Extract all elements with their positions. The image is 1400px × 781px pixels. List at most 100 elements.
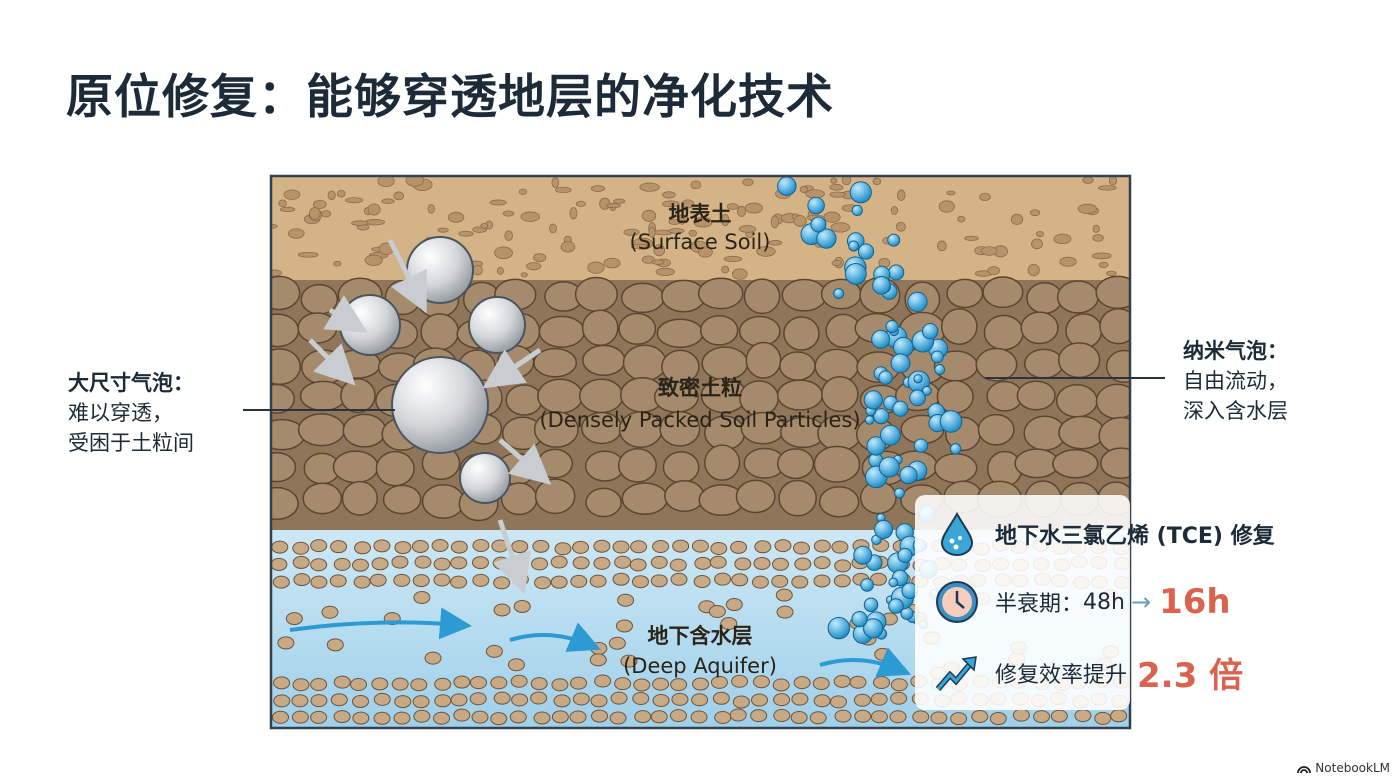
nano-bubble [844, 262, 867, 285]
aquifer-pebble [751, 693, 769, 707]
soil-rock [1016, 380, 1056, 411]
soil-speck [447, 212, 465, 223]
aquifer-pebble [834, 709, 852, 723]
soil-speck [829, 191, 846, 198]
soil-rock [620, 282, 665, 314]
soil-speck [1077, 203, 1097, 214]
soil-speck [458, 230, 474, 237]
nano-bubble [873, 408, 890, 425]
aquifer-pebble [352, 711, 370, 725]
aquifer-pebble [725, 598, 743, 612]
soil-speck [937, 240, 947, 252]
aquifer-pebble [471, 710, 489, 724]
soil-rock [534, 478, 576, 515]
aquifer-pebble [507, 658, 525, 672]
soil-speck [946, 190, 956, 196]
aquifer-pebble [434, 677, 452, 691]
aquifer-pebble [776, 605, 794, 619]
aquifer-pebble [714, 572, 732, 586]
soil-speck [1059, 256, 1077, 267]
aquifer-pebble [650, 710, 668, 724]
aquifer-pebble [292, 678, 310, 692]
bubble-direction-arrow [323, 294, 368, 333]
soil-rock [271, 452, 297, 483]
nano-bubble [921, 323, 939, 340]
aquifer-pebble [772, 678, 790, 692]
soil-speck [841, 176, 852, 186]
nano-bubble [949, 443, 962, 455]
aquifer-pebble [790, 710, 808, 724]
soil-rock [818, 486, 860, 518]
soil-rock [977, 413, 1015, 446]
aquifer-pebble [272, 575, 290, 589]
large-bubble-callout: 大尺寸气泡： 难以穿透， 受困于土粒间 [68, 368, 194, 458]
water-flow-arrow [819, 647, 912, 677]
large-bubble [468, 296, 526, 354]
soil-speck [693, 216, 713, 228]
aquifer-pebble [890, 678, 908, 692]
nano-bubble [816, 228, 837, 249]
soil-speck [518, 188, 528, 195]
soil-speck [351, 220, 369, 226]
soil-rock [1095, 275, 1130, 310]
aquifer-pebble [753, 556, 771, 570]
info-heading: 地下水三氯乙烯 (TCE) 修复 [995, 524, 1275, 549]
soil-rock [745, 341, 782, 379]
aquifer-pebble [310, 694, 328, 708]
soil-speck [393, 191, 405, 201]
nano-bubble [888, 598, 904, 614]
aquifer-pebble [353, 575, 371, 589]
soil-rock [302, 482, 343, 515]
nano-bubble [913, 438, 929, 453]
aquifer-pebble [570, 676, 588, 690]
soil-speck [1082, 176, 1094, 184]
soil-rock [533, 410, 579, 448]
soil-speck [427, 204, 435, 214]
soil-speck [309, 207, 321, 220]
aquifer-pebble [330, 693, 348, 707]
soil-speck [830, 222, 851, 233]
aquifer-pebble [490, 676, 508, 690]
soil-speck [569, 207, 578, 220]
soil-rock [297, 413, 346, 447]
nano-bubble [899, 465, 918, 485]
soil-speck [726, 203, 739, 210]
aquifer-pebble [608, 636, 626, 650]
nano-bubble [851, 204, 863, 217]
aquifer-pebble [589, 574, 607, 588]
aquifer-pebble [714, 711, 732, 725]
bubble-direction-arrow [498, 438, 552, 485]
soil-speck [653, 244, 665, 257]
aquifer-pebble [809, 711, 827, 725]
aquifer-pebble [732, 695, 750, 709]
aquifer-pebble [690, 710, 708, 724]
nano-bubble [888, 264, 905, 281]
soil-speck [829, 183, 844, 191]
soil-rock [1100, 447, 1130, 480]
aquifer-pebble [410, 678, 428, 692]
aquifer-pebble [833, 674, 851, 688]
soil-rock [375, 450, 415, 487]
nano-bubble [853, 545, 873, 565]
soil-speck [655, 267, 675, 276]
aquifer-pebble [812, 676, 830, 690]
aquifer-pebble [950, 712, 968, 726]
aquifer-pebble [369, 573, 387, 587]
aquifer-pebble [293, 573, 311, 587]
soil-speck [723, 255, 743, 262]
aquifer-pebble [326, 638, 344, 652]
large-bubble [339, 294, 401, 356]
water-drop-icon [940, 512, 974, 556]
soil-speck [623, 228, 640, 236]
soil-rock [271, 418, 306, 451]
soil-rock [982, 276, 1024, 309]
aquifer-pebble [433, 573, 451, 587]
aquifer-pebble [752, 675, 770, 689]
aquifer-pebble [509, 710, 527, 724]
aquifer-pebble [794, 557, 812, 571]
aquifer-pebble [669, 558, 687, 572]
aquifer-pebble [593, 556, 611, 570]
aquifer-pebble [394, 695, 412, 709]
soil-rock [659, 410, 701, 447]
soil-speck [690, 180, 702, 190]
